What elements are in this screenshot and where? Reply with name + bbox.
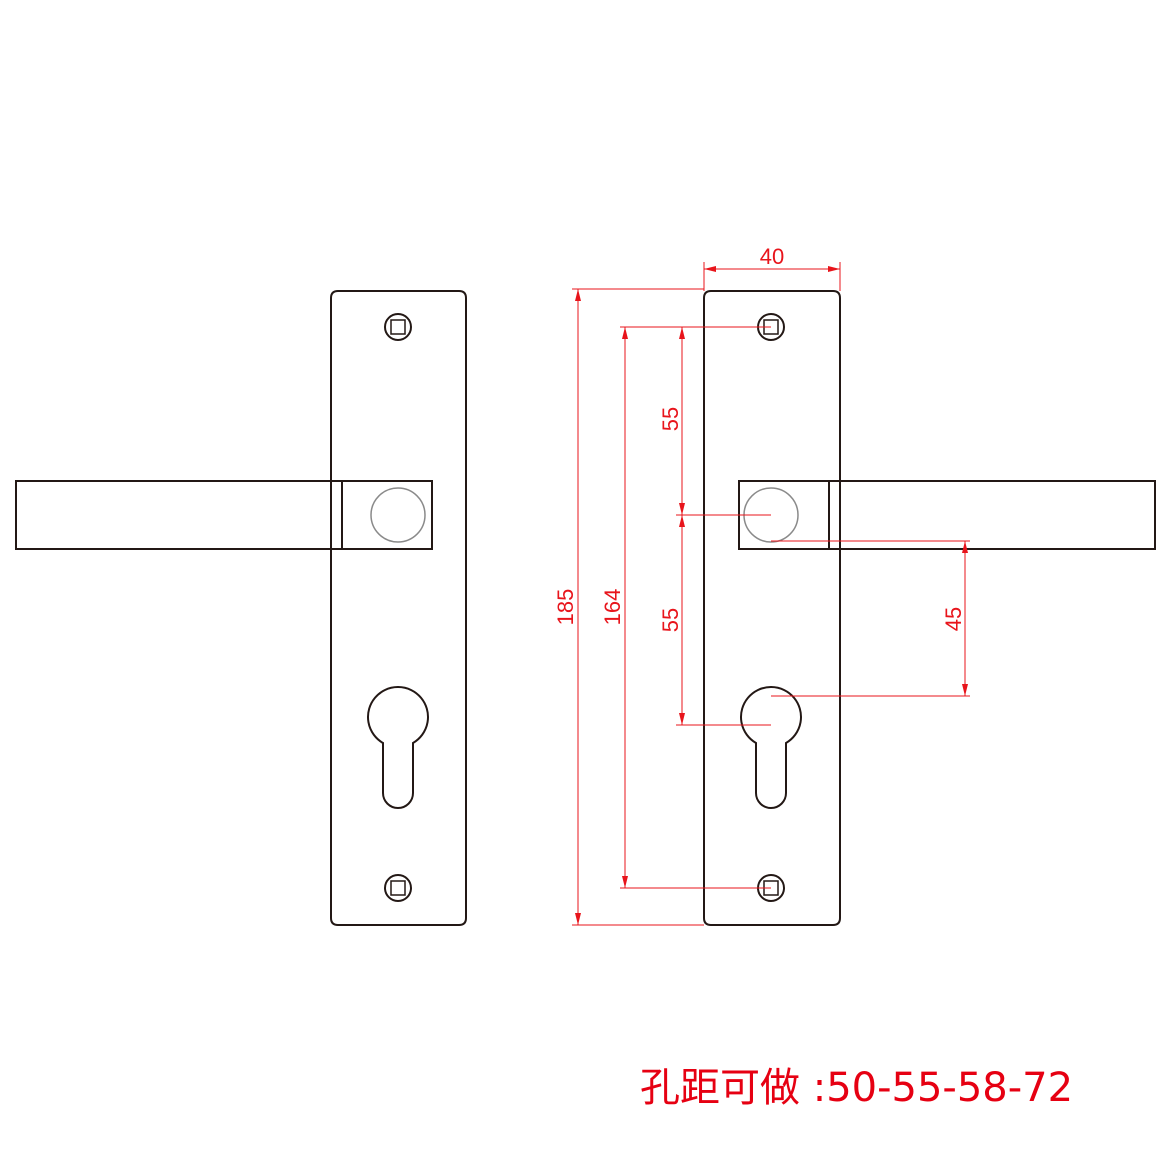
right-lever-arm — [828, 480, 1156, 550]
left-bottom-screw-icon — [384, 874, 412, 902]
dimension-handle-offset: 45 — [771, 540, 970, 697]
right-handle-assembly — [703, 290, 1156, 926]
dimension-plate-height: 185 — [553, 288, 704, 926]
left-top-screw-icon — [384, 313, 412, 341]
dimension-lower-spacing: 55 — [658, 515, 771, 726]
dimension-handle-offset-label: 45 — [941, 607, 966, 631]
left-backplate — [330, 290, 467, 926]
dimension-plate-width-label: 40 — [760, 244, 784, 269]
dimension-upper-spacing-label: 55 — [658, 407, 683, 431]
left-handle-assembly — [15, 290, 467, 926]
dimension-upper-spacing: 55 — [658, 327, 771, 516]
left-keyhole-icon — [367, 686, 429, 809]
dimension-lower-spacing-label: 55 — [658, 608, 683, 632]
left-lever-rose — [341, 480, 433, 550]
dimension-plate-height-label: 185 — [553, 589, 578, 626]
dimension-plate-width: 40 — [703, 244, 841, 291]
left-spindle-knob-icon — [370, 487, 426, 543]
dimension-screw-spacing-label: 164 — [600, 589, 625, 626]
right-backplate — [703, 290, 841, 926]
left-lever-arm — [15, 480, 343, 550]
right-keyhole-icon — [740, 686, 802, 809]
hole-spacing-note: 孔距可做 :50-55-58-72 — [640, 1065, 1074, 1111]
dimension-screw-spacing: 164 — [600, 326, 771, 889]
